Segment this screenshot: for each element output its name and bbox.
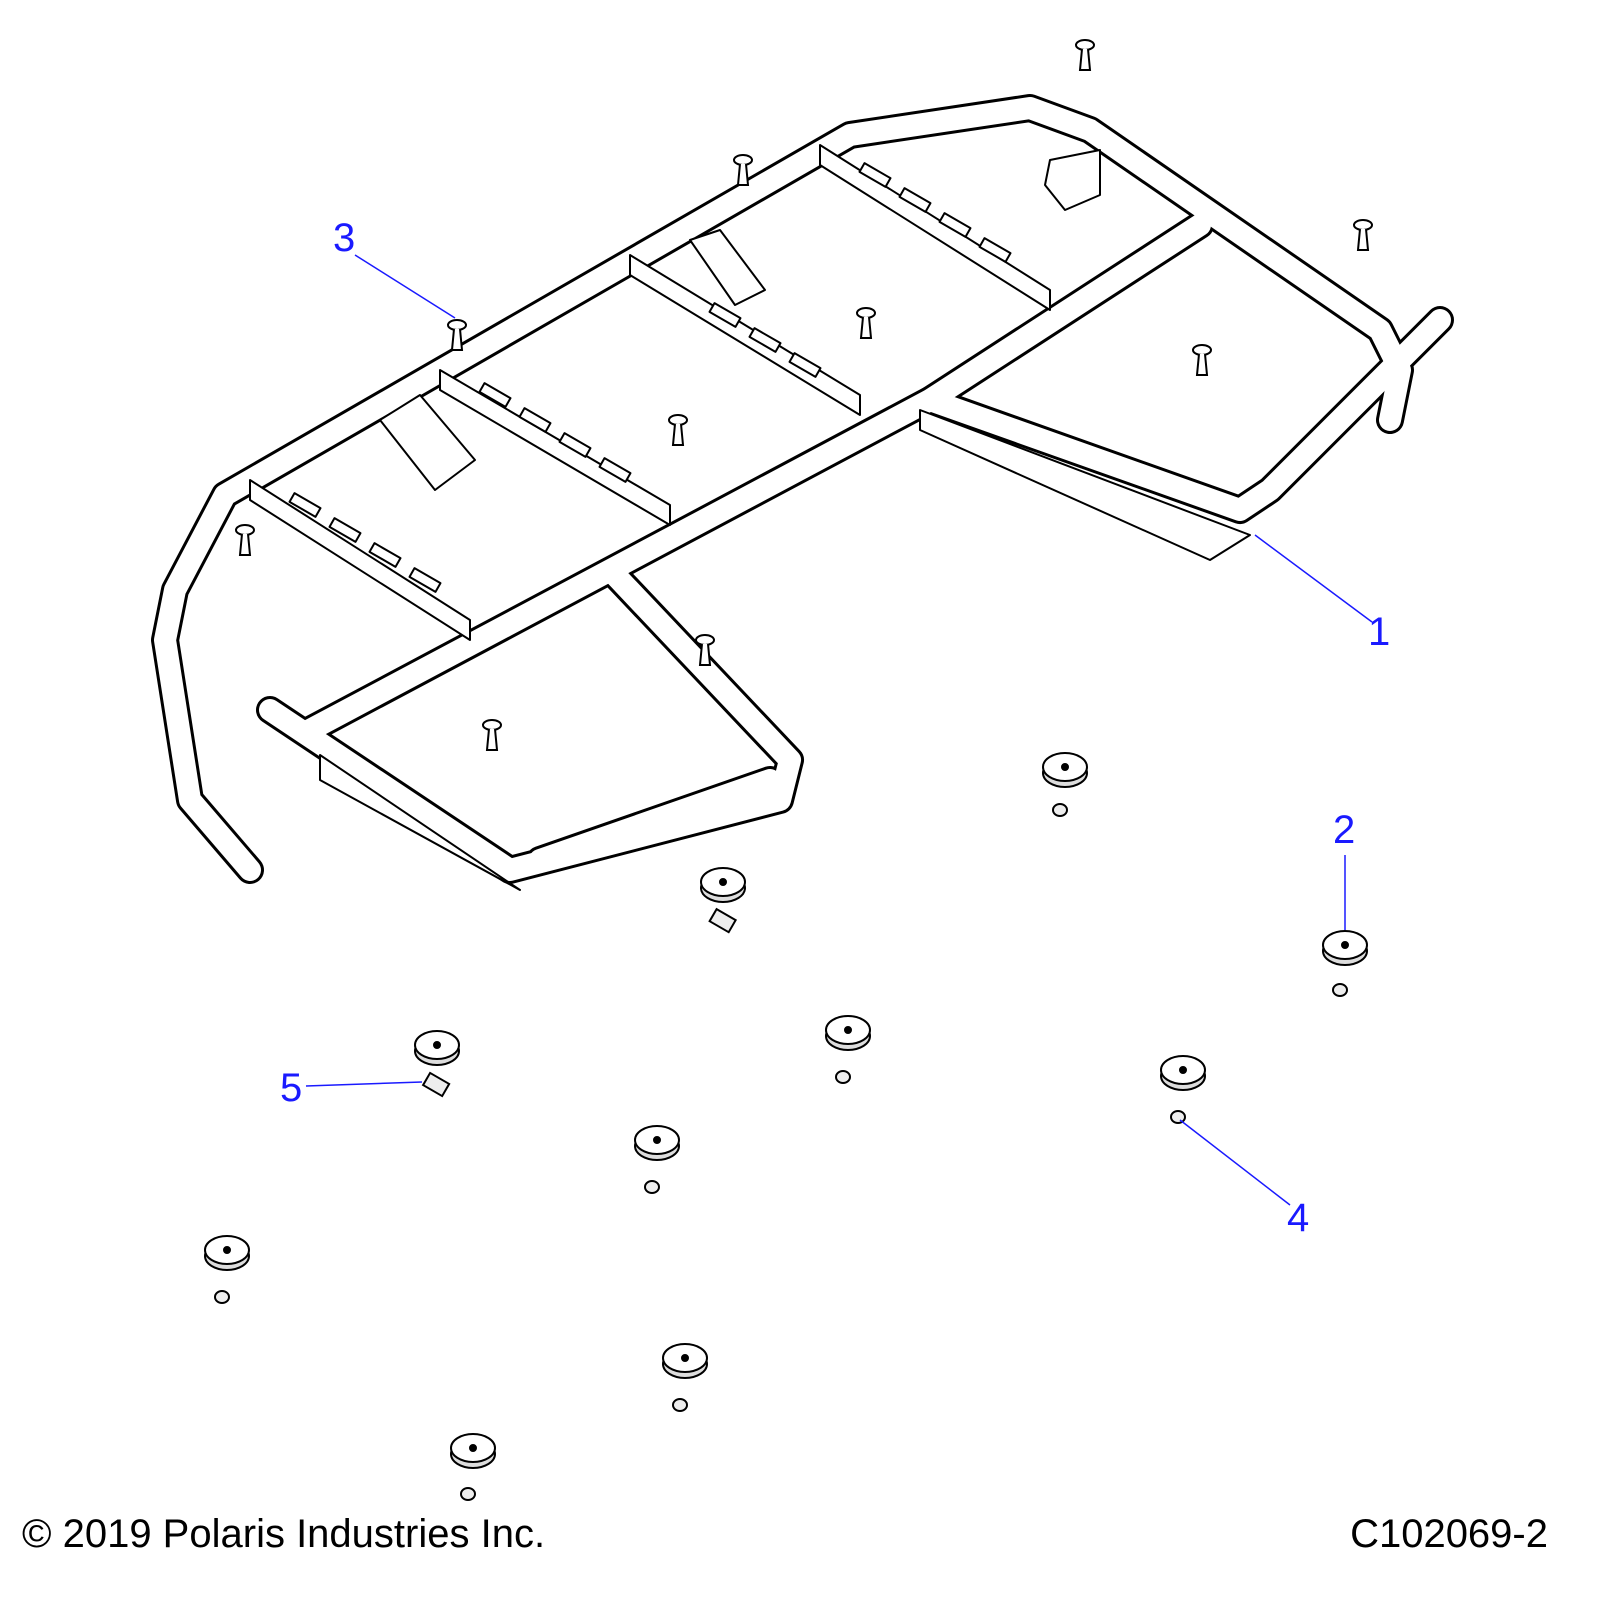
callout-3: 3: [333, 216, 356, 260]
callout-4: 4: [1287, 1196, 1310, 1240]
copyright-text: © 2019 Polaris Industries Inc.: [22, 1512, 546, 1556]
callout-1: 1: [1368, 610, 1391, 654]
drawing-number: C102069-2: [1350, 1512, 1548, 1556]
callout-5: 5: [280, 1066, 303, 1110]
callout-2: 2: [1333, 808, 1356, 852]
rack: [151, 94, 1454, 891]
screws: [235, 39, 1373, 751]
grommets-and-nuts: [204, 752, 1368, 1501]
leader-lines: [305, 254, 1373, 1206]
